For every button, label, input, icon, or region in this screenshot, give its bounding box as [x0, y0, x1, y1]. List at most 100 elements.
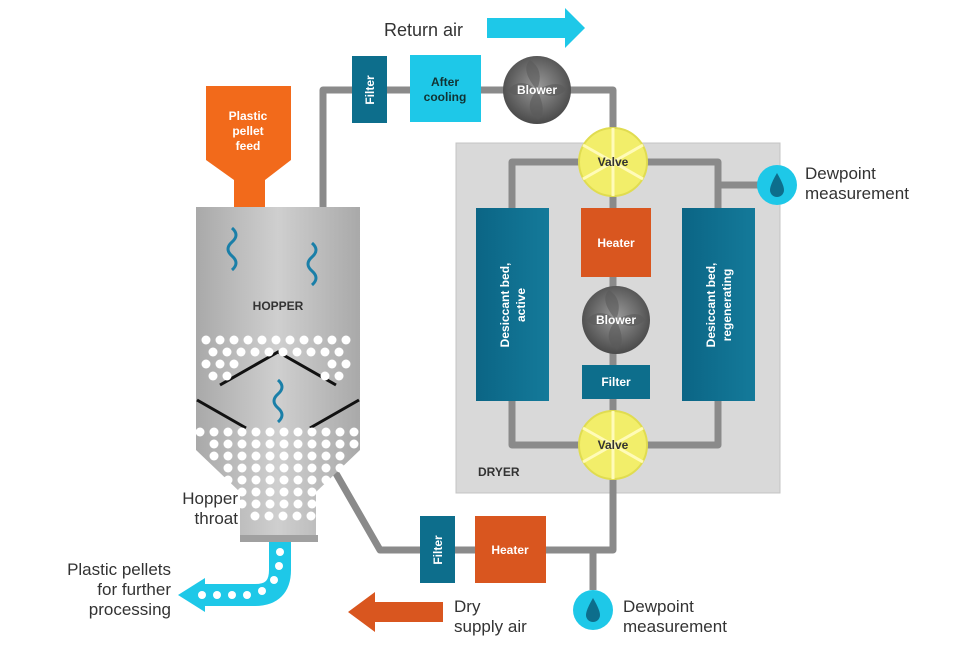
droplet-icon: [770, 173, 784, 197]
pellet: [293, 463, 303, 473]
pellet: [313, 335, 323, 345]
pellet: [251, 475, 261, 485]
heat-wave-icon: [226, 226, 238, 272]
pellet: [229, 359, 239, 369]
pellet: [251, 427, 261, 437]
pellet: [306, 347, 316, 357]
pellet: [279, 427, 289, 437]
desiccant-bed-active: [476, 208, 549, 401]
pellet: [237, 439, 247, 449]
pellet: [279, 475, 289, 485]
filter-bottom: [420, 516, 455, 583]
return-air-arrow: [487, 8, 585, 48]
pellet: [265, 487, 275, 497]
pellet: [307, 451, 317, 461]
pellets-out-label-1: Plastic pellets: [67, 560, 171, 579]
pellet: [265, 427, 275, 437]
pellet: [251, 487, 261, 497]
pellet: [349, 427, 359, 437]
pellet: [257, 335, 267, 345]
bed-regen-label-2: regenerating: [720, 269, 734, 342]
heat-wave-icon: [272, 378, 284, 424]
pellets-out-label-3: processing: [89, 600, 171, 619]
after-cooling-label-2: cooling: [424, 90, 467, 104]
filter-top-label: Filter: [363, 75, 377, 105]
pellet: [279, 463, 289, 473]
valve-bottom: Valve: [578, 410, 648, 480]
pellet: [265, 475, 275, 485]
pellet: [341, 359, 351, 369]
blower-top: Blower: [503, 56, 571, 124]
pellet: [250, 511, 260, 521]
dewpoint-top-label-2: measurement: [805, 184, 909, 203]
pellet: [271, 335, 281, 345]
pellet: [307, 499, 317, 509]
dewpoint-bottom-label-2: measurement: [623, 617, 727, 636]
dryer-label: DRYER: [478, 465, 520, 479]
pellet: [293, 487, 303, 497]
after-cooling: [410, 55, 481, 122]
pellet: [341, 335, 351, 345]
pellet: [307, 463, 317, 473]
pellet: [293, 475, 303, 485]
filter-dryer-label: Filter: [601, 375, 631, 389]
hopper: HOPPER: [195, 207, 360, 542]
pellet: [293, 499, 303, 509]
dry-supply-air-arrow: [348, 592, 443, 632]
filter-dryer: [582, 365, 650, 399]
filter-top: [352, 56, 387, 123]
pellet: [307, 439, 317, 449]
pellet: [279, 499, 289, 509]
pellet: [229, 335, 239, 345]
pellet: [335, 439, 345, 449]
valve-top: Valve: [578, 127, 648, 197]
feed-label-3: feed: [236, 139, 261, 153]
pellet-output-arrow: [178, 542, 291, 612]
pellet: [251, 439, 261, 449]
pellet: [299, 335, 309, 345]
pellet: [251, 463, 261, 473]
blower-top-label: Blower: [517, 83, 557, 97]
pellet: [292, 347, 302, 357]
heater-bottom-label: Heater: [491, 543, 529, 557]
dewpoint-bottom-label-1: Dewpoint: [623, 597, 694, 616]
bed-active-label-1: Desiccant bed,: [498, 263, 512, 348]
pellet: [223, 475, 233, 485]
pellet: [306, 511, 316, 521]
pellet: [334, 347, 344, 357]
pellet-feed: Plastic pellet feed: [206, 86, 291, 207]
pellet: [243, 335, 253, 345]
pellet: [223, 427, 233, 437]
pellet: [237, 451, 247, 461]
droplet-icon: [586, 598, 600, 622]
pellet: [215, 359, 225, 369]
pellet: [320, 347, 330, 357]
pellet: [321, 451, 331, 461]
pellet: [293, 427, 303, 437]
pellet: [321, 487, 331, 497]
pellet: [279, 439, 289, 449]
hopper-throat-label-2: throat: [195, 509, 239, 528]
pellet: [237, 463, 247, 473]
pellet: [321, 427, 331, 437]
pellet: [279, 487, 289, 497]
pellet: [236, 347, 246, 357]
pellet: [201, 335, 211, 345]
pellet: [278, 347, 288, 357]
return-air-label: Return air: [384, 20, 463, 40]
hopper-label: HOPPER: [253, 299, 304, 313]
dewpoint-sensor-top: [757, 165, 797, 205]
blower-dryer: Blower: [582, 286, 650, 354]
pellet: [237, 427, 247, 437]
pellet: [201, 359, 211, 369]
pellets-out-label-2: for further: [97, 580, 171, 599]
pellet: [209, 427, 219, 437]
pellet: [264, 511, 274, 521]
pellet: [278, 511, 288, 521]
pellet: [215, 335, 225, 345]
pellet: [265, 499, 275, 509]
pellet: [327, 335, 337, 345]
pellet: [208, 347, 218, 357]
pellet: [264, 347, 274, 357]
